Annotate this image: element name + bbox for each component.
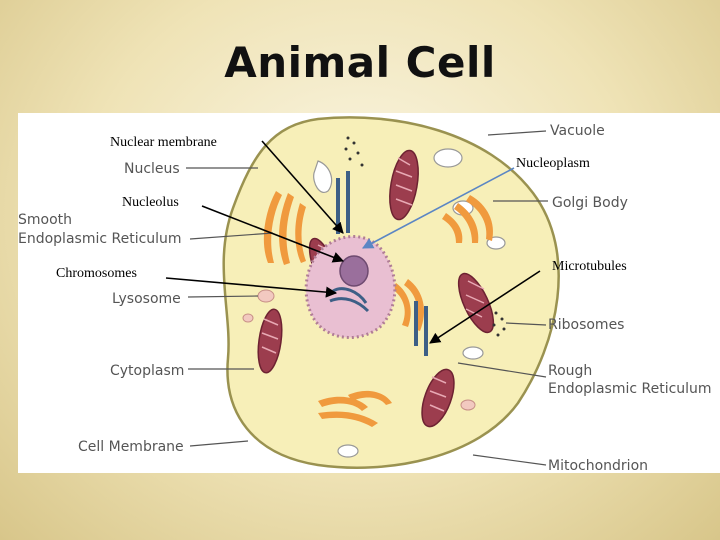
- pointer-lines: [186, 130, 548, 466]
- label-lysosome: Lysosome: [112, 291, 181, 307]
- vacuole-shape: [337, 444, 359, 458]
- nucleus-shape: [304, 235, 397, 339]
- callout-nucleoplasm: Nucleoplasm: [516, 156, 590, 171]
- mitochondrion-shape: [421, 368, 455, 428]
- mitochondrion-shape: [257, 308, 283, 374]
- label-golgi-body: Golgi Body: [552, 195, 628, 211]
- microtubule-shape: [346, 171, 350, 233]
- label-rough-er-line2: Endoplasmic Reticulum: [548, 381, 712, 397]
- label-mitochondrion: Mitochondrion: [548, 458, 648, 473]
- label-vacuole: Vacuole: [550, 123, 605, 139]
- lysosome-shape: [257, 289, 275, 303]
- label-nucleus: Nucleus: [124, 161, 180, 177]
- callout-arrow-chromosomes: [165, 277, 338, 298]
- microtubule-shape: [336, 178, 340, 234]
- callout-chromosomes: Chromosomes: [56, 266, 137, 281]
- nucleolus-shape: [339, 255, 369, 287]
- slide-title: Animal Cell: [224, 38, 496, 87]
- label-cytoplasm: Cytoplasm: [110, 363, 184, 379]
- vacuole-shape: [462, 346, 484, 360]
- mitochondrion-shape: [389, 149, 419, 221]
- diagram-panel: Nucleus Smooth Endoplasmic Reticulum Lys…: [18, 113, 720, 473]
- rough-er-shape: [318, 396, 368, 411]
- microtubule-shape: [424, 306, 428, 356]
- callout-arrow-nucleoplasm: [362, 167, 515, 249]
- golgi-body-shape: [466, 195, 494, 241]
- label-ribosomes: Ribosomes: [548, 317, 624, 333]
- ribosome-dots: [344, 136, 506, 337]
- callout-nucleolus: Nucleolus: [122, 195, 179, 210]
- rough-er-shape: [348, 390, 392, 405]
- golgi-body-shape: [454, 203, 479, 243]
- label-rough-er-line1: Rough: [548, 363, 592, 379]
- animal-cell-diagram: Nucleus Smooth Endoplasmic Reticulum Lys…: [18, 116, 712, 473]
- callout-microtubules: Microtubules: [552, 259, 627, 274]
- microtubule-shape: [414, 301, 418, 346]
- rough-er-shape: [318, 411, 378, 427]
- lysosome-shape: [242, 313, 254, 323]
- mitochondrion-shape: [457, 272, 495, 334]
- rough-er-shape: [392, 283, 411, 327]
- lysosome-shape: [460, 399, 476, 411]
- callout-arrow-nuclear-membrane: [261, 140, 344, 234]
- golgi-body-shape: [442, 213, 463, 243]
- label-smooth-er-line1: Smooth: [18, 212, 72, 228]
- smooth-er-shape: [263, 191, 282, 263]
- vacuole-shape: [313, 160, 333, 193]
- rough-er-shape: [404, 279, 424, 331]
- callout-arrow-nucleolus: [201, 205, 345, 263]
- label-cell-membrane: Cell Membrane: [78, 439, 184, 455]
- label-smooth-er-line2: Endoplasmic Reticulum: [18, 231, 182, 247]
- callout-nuclear-membrane: Nuclear membrane: [110, 135, 217, 150]
- callout-arrow-microtubules: [429, 270, 541, 344]
- smooth-er-shape: [295, 203, 306, 263]
- vacuole-shape: [433, 148, 463, 168]
- smooth-er-shape: [279, 193, 294, 265]
